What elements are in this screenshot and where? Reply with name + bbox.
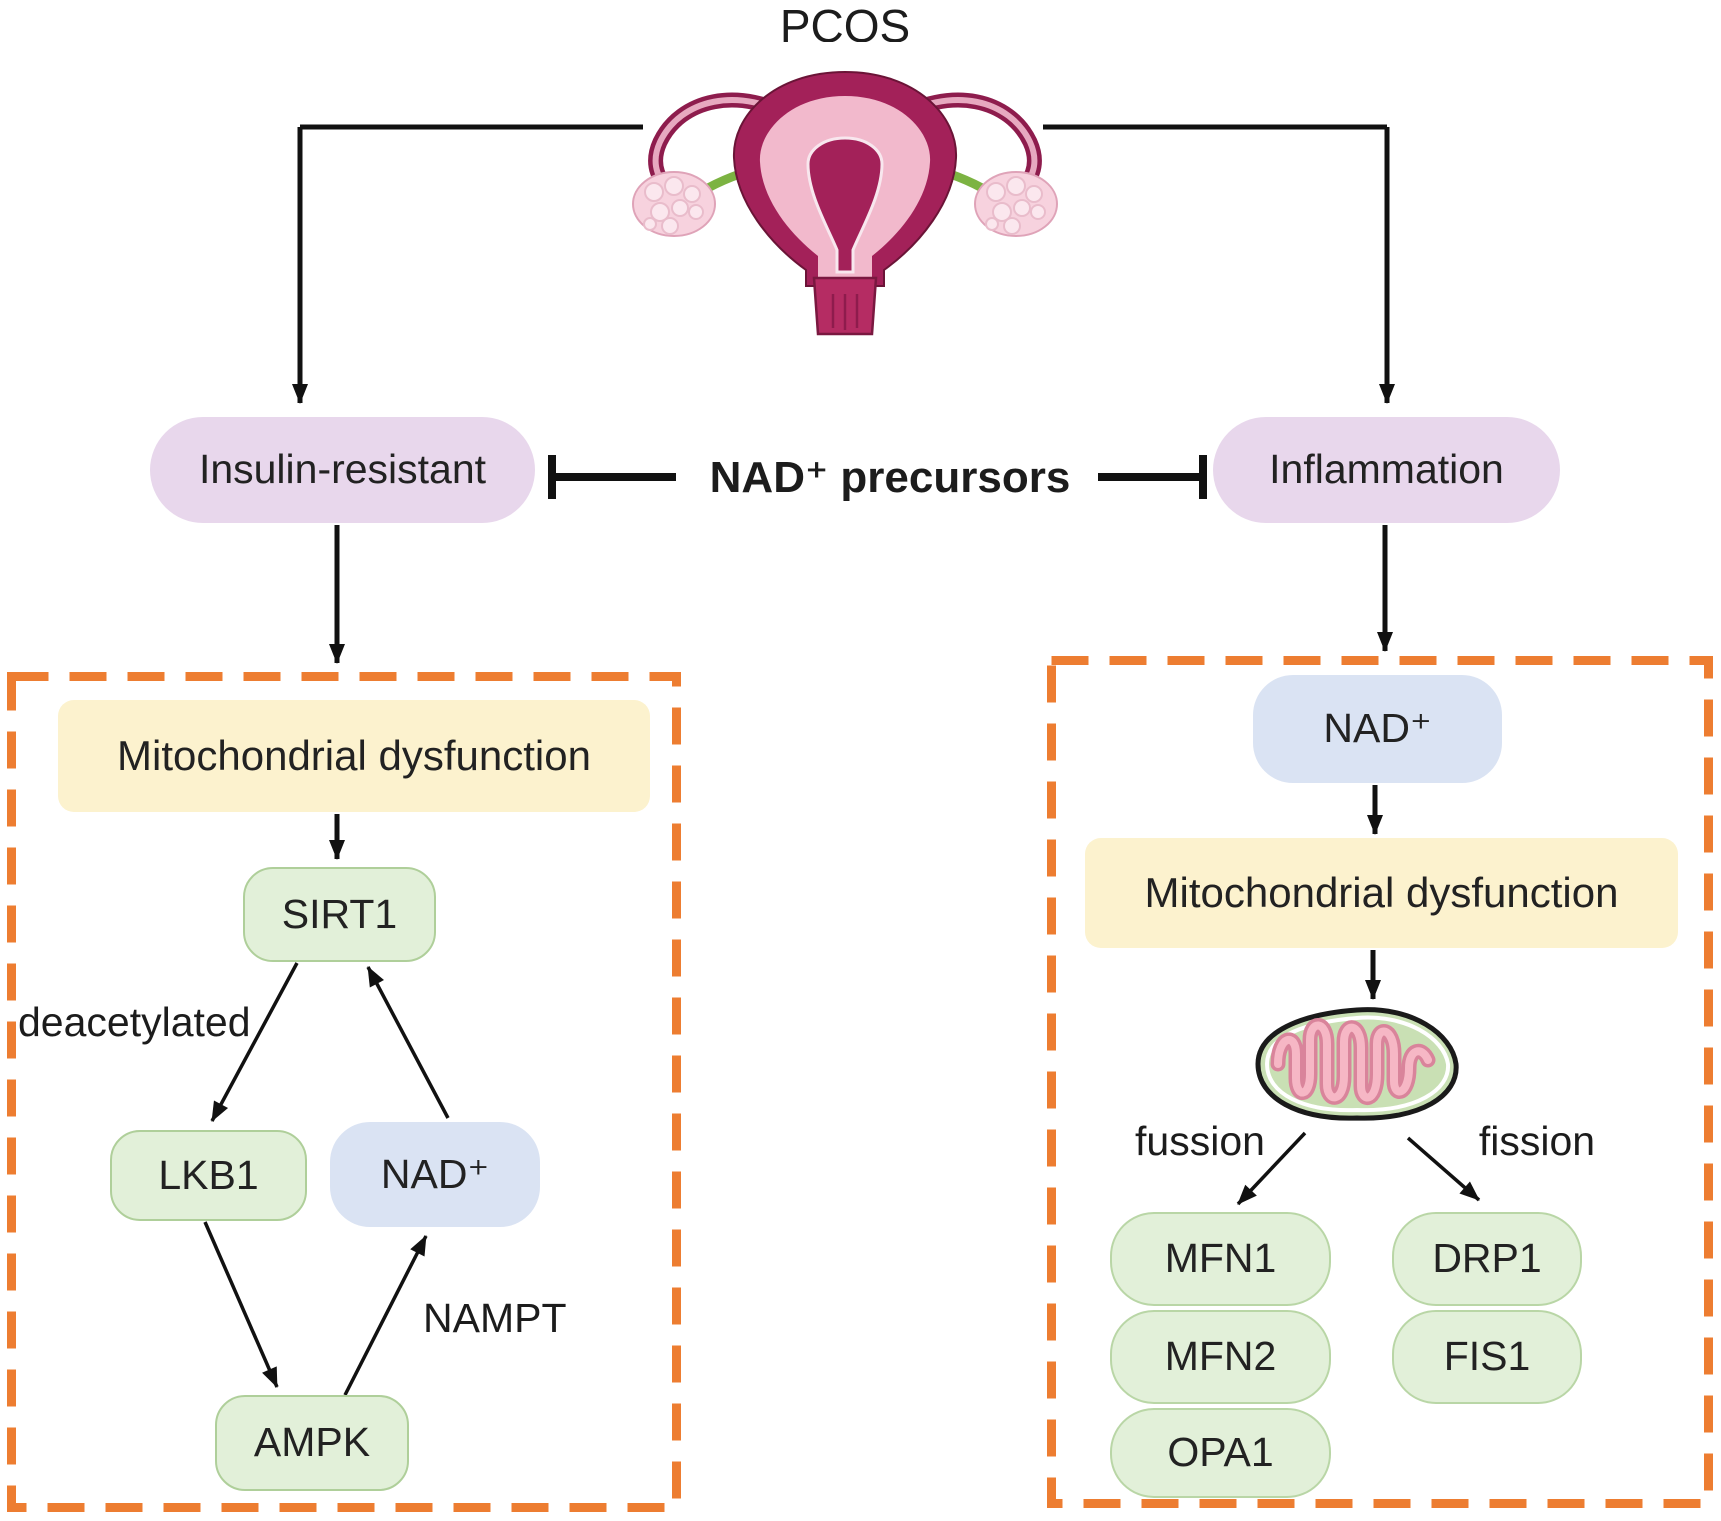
fission-label: fission	[1478, 1117, 1596, 1164]
mito-dysfunction-left-node: Mitochondrial dysfunction	[58, 700, 650, 812]
lkb1-node: LKB1	[110, 1130, 307, 1221]
arrow-sirt1-to-lkb1	[210, 962, 299, 1122]
arrow-lkb1-to-ampk	[203, 1221, 279, 1388]
mfn1-node: MFN1	[1110, 1212, 1331, 1306]
mfn2-node: MFN2	[1110, 1310, 1331, 1404]
mito-dysfunction-right-node: Mitochondrial dysfunction	[1085, 838, 1678, 948]
ampk-node: AMPK	[215, 1395, 409, 1491]
opa1-node: OPA1	[1110, 1408, 1331, 1498]
nampt-label: NAMPT	[423, 1294, 567, 1341]
sirt1-node: SIRT1	[243, 867, 436, 962]
fis1-node: FIS1	[1392, 1310, 1582, 1404]
ovary-left	[632, 171, 716, 237]
ovary-right	[974, 171, 1058, 237]
nad-right-node: NAD⁺	[1253, 675, 1502, 783]
drp1-node: DRP1	[1392, 1212, 1582, 1306]
fussion-label: fussion	[1135, 1117, 1265, 1164]
arrow-fission-to-drp1	[1406, 1136, 1481, 1202]
right-dashed-box	[1047, 656, 1713, 1508]
nad-left-node: NAD⁺	[330, 1122, 540, 1227]
deacetylated-label: deacetylated	[18, 998, 251, 1045]
arrow-ampk-to-nad	[343, 1235, 428, 1396]
insulin-resistant-node: Insulin-resistant	[150, 417, 535, 523]
inflammation-node: Inflammation	[1213, 417, 1560, 523]
uterus-icon	[632, 42, 1058, 337]
arrow-fussion-to-mfn1	[1236, 1131, 1307, 1206]
arrow-nad-to-sirt1	[366, 966, 450, 1119]
mitochondria-icon	[1255, 1007, 1459, 1121]
left-dashed-box	[7, 672, 681, 1512]
nad-precursors-label: NAD⁺ precursors	[709, 452, 1071, 502]
